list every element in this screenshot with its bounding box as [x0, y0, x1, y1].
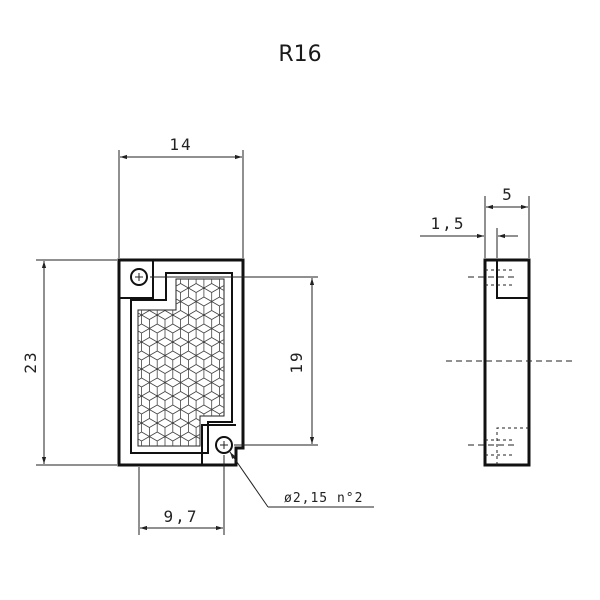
hole-callout: ø2,15 n°2 [229, 451, 374, 508]
hole-bottom-right [215, 436, 233, 454]
dimension-height-label: 23 [21, 350, 40, 373]
front-view [117, 258, 245, 467]
side-top-step [496, 260, 529, 299]
reflector-area-outline [137, 278, 225, 447]
dimension-height: 23 [21, 259, 117, 466]
side-view [446, 258, 572, 467]
side-bottom-step [496, 427, 529, 465]
dimension-hole-horizontal: 9,7 [138, 455, 225, 535]
top-left-boss [119, 260, 154, 299]
front-inner-recess [130, 272, 233, 454]
dimension-side-thickness-label: 5 [502, 185, 514, 204]
reflector-cube-pattern [138, 279, 224, 446]
hole-callout-label: ø2,15 n°2 [284, 491, 363, 506]
dimension-hole-vertical: 19 [150, 276, 318, 446]
drawing-title: R16 [278, 42, 322, 67]
dimension-width-label: 14 [169, 135, 192, 154]
hole-top-left [130, 268, 148, 286]
reflector-cube-cells [138, 279, 224, 446]
dimension-side-step-label: 1,5 [431, 214, 466, 233]
dimension-side-step: 1,5 [420, 214, 518, 258]
dimension-hole-vertical-label: 19 [287, 350, 306, 373]
side-outline [483, 258, 531, 467]
dimension-hole-horizontal-label: 9,7 [164, 507, 199, 526]
bottom-right-boss [201, 424, 236, 465]
front-outer-outline [117, 258, 245, 467]
dimension-side-thickness: 5 [484, 185, 530, 258]
dimension-width: 14 [118, 135, 244, 258]
